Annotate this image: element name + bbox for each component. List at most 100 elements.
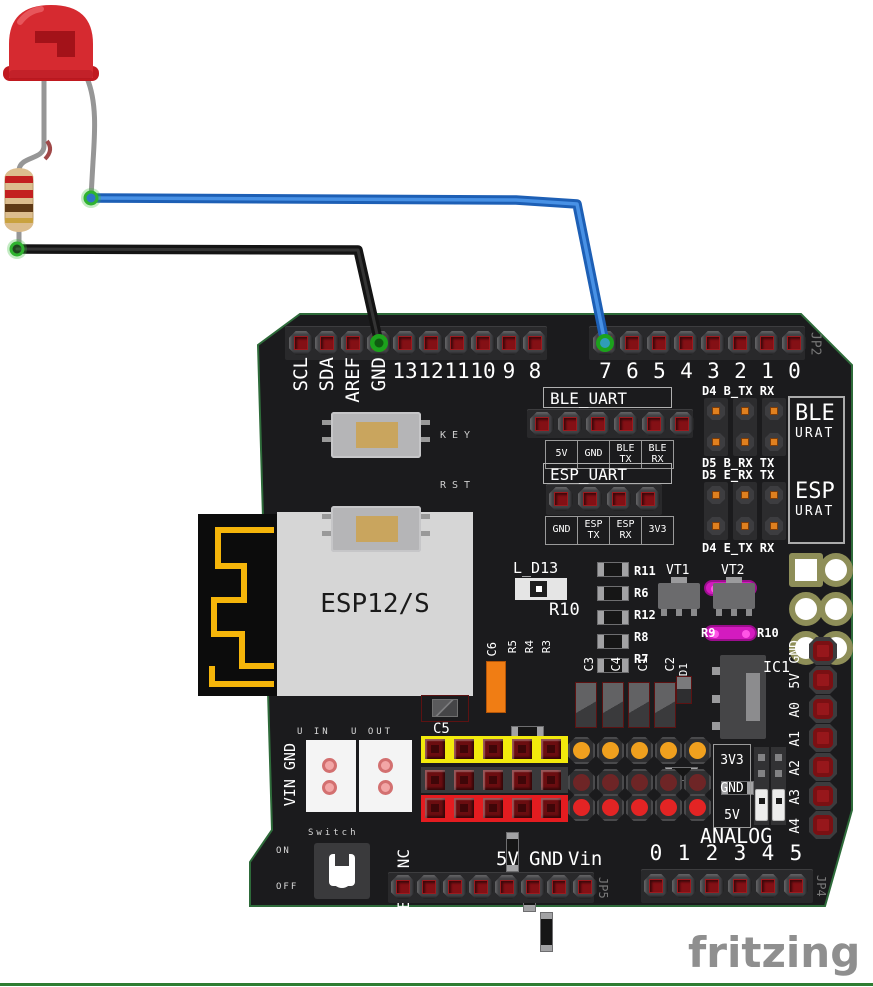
voltage-jumper-2[interactable] — [771, 747, 786, 825]
pin[interactable] — [597, 794, 624, 821]
pin[interactable] — [809, 695, 837, 723]
pin[interactable] — [707, 486, 725, 504]
pin[interactable] — [655, 737, 682, 764]
pin[interactable] — [289, 331, 313, 355]
pin[interactable] — [655, 794, 682, 821]
pin[interactable] — [443, 875, 467, 899]
pin[interactable] — [425, 798, 445, 818]
pin[interactable] — [707, 402, 725, 420]
rst-button[interactable] — [322, 506, 430, 552]
jumper-cap[interactable] — [755, 789, 768, 821]
pin[interactable] — [626, 769, 653, 796]
pin[interactable] — [607, 487, 631, 511]
pin[interactable] — [684, 769, 711, 796]
pin[interactable] — [558, 412, 582, 436]
pin[interactable] — [736, 486, 754, 504]
pin[interactable] — [367, 331, 391, 355]
pin[interactable] — [586, 412, 610, 436]
key-button[interactable] — [322, 412, 430, 458]
pin[interactable] — [736, 433, 754, 451]
pin[interactable] — [593, 331, 617, 355]
pin[interactable] — [736, 402, 754, 420]
pin[interactable] — [568, 737, 595, 764]
solder-pad[interactable] — [819, 592, 853, 626]
pin[interactable] — [315, 331, 339, 355]
pin[interactable] — [614, 412, 638, 436]
pin[interactable] — [573, 875, 597, 899]
pin[interactable] — [644, 874, 668, 898]
pin[interactable] — [578, 487, 602, 511]
pin[interactable] — [568, 794, 595, 821]
pin[interactable] — [471, 331, 495, 355]
pin[interactable] — [523, 331, 547, 355]
pin[interactable] — [636, 487, 660, 511]
pin[interactable] — [597, 769, 624, 796]
pin[interactable] — [469, 875, 493, 899]
pin[interactable] — [809, 811, 837, 839]
pin[interactable] — [809, 782, 837, 810]
pin[interactable] — [684, 737, 711, 764]
pin[interactable] — [425, 770, 445, 790]
pin[interactable] — [765, 402, 783, 420]
pin[interactable] — [684, 794, 711, 821]
pin[interactable] — [341, 331, 365, 355]
pin[interactable] — [707, 433, 725, 451]
pin[interactable] — [541, 770, 561, 790]
pin[interactable] — [809, 753, 837, 781]
pin[interactable] — [809, 724, 837, 752]
shunt-jumper[interactable] — [704, 625, 757, 641]
pin[interactable] — [497, 331, 521, 355]
pin[interactable] — [755, 331, 779, 355]
pin[interactable] — [454, 770, 474, 790]
pin[interactable] — [393, 331, 417, 355]
pin[interactable] — [568, 769, 595, 796]
pin[interactable] — [670, 412, 694, 436]
pin[interactable] — [541, 739, 561, 759]
terminal-block-out[interactable] — [359, 740, 412, 812]
pin[interactable] — [700, 874, 724, 898]
pin[interactable] — [597, 737, 624, 764]
pin[interactable] — [483, 739, 503, 759]
rst-button-cap[interactable] — [356, 516, 398, 542]
pin[interactable] — [765, 517, 783, 535]
pin[interactable] — [547, 875, 571, 899]
pin[interactable] — [782, 331, 806, 355]
pin[interactable] — [642, 412, 666, 436]
power-switch[interactable] — [314, 843, 370, 899]
pin[interactable] — [728, 331, 752, 355]
pin[interactable] — [417, 875, 441, 899]
pin[interactable] — [530, 412, 554, 436]
solder-pad[interactable] — [789, 592, 823, 626]
pin[interactable] — [620, 331, 644, 355]
jumper-cap[interactable] — [772, 789, 785, 821]
pin[interactable] — [541, 798, 561, 818]
pin[interactable] — [655, 769, 682, 796]
pin[interactable] — [626, 794, 653, 821]
pin[interactable] — [512, 798, 532, 818]
pin[interactable] — [736, 517, 754, 535]
pin[interactable] — [674, 331, 698, 355]
pin[interactable] — [512, 739, 532, 759]
solder-pad[interactable] — [819, 553, 853, 587]
pin[interactable] — [495, 875, 519, 899]
pin[interactable] — [647, 331, 671, 355]
pin[interactable] — [419, 331, 443, 355]
switch-knob[interactable] — [332, 868, 352, 888]
key-button-cap[interactable] — [356, 422, 398, 448]
terminal-block-in[interactable] — [306, 740, 356, 812]
pin[interactable] — [521, 875, 545, 899]
pin[interactable] — [483, 798, 503, 818]
pin[interactable] — [454, 739, 474, 759]
pin[interactable] — [701, 331, 725, 355]
pin[interactable] — [809, 637, 837, 665]
pin[interactable] — [445, 331, 469, 355]
pin[interactable] — [707, 517, 725, 535]
pin[interactable] — [549, 487, 573, 511]
solder-pad[interactable] — [789, 553, 823, 587]
pin[interactable] — [512, 770, 532, 790]
pin[interactable] — [391, 875, 415, 899]
pin[interactable] — [784, 874, 808, 898]
pin[interactable] — [765, 433, 783, 451]
pin[interactable] — [483, 770, 503, 790]
pin[interactable] — [425, 739, 445, 759]
